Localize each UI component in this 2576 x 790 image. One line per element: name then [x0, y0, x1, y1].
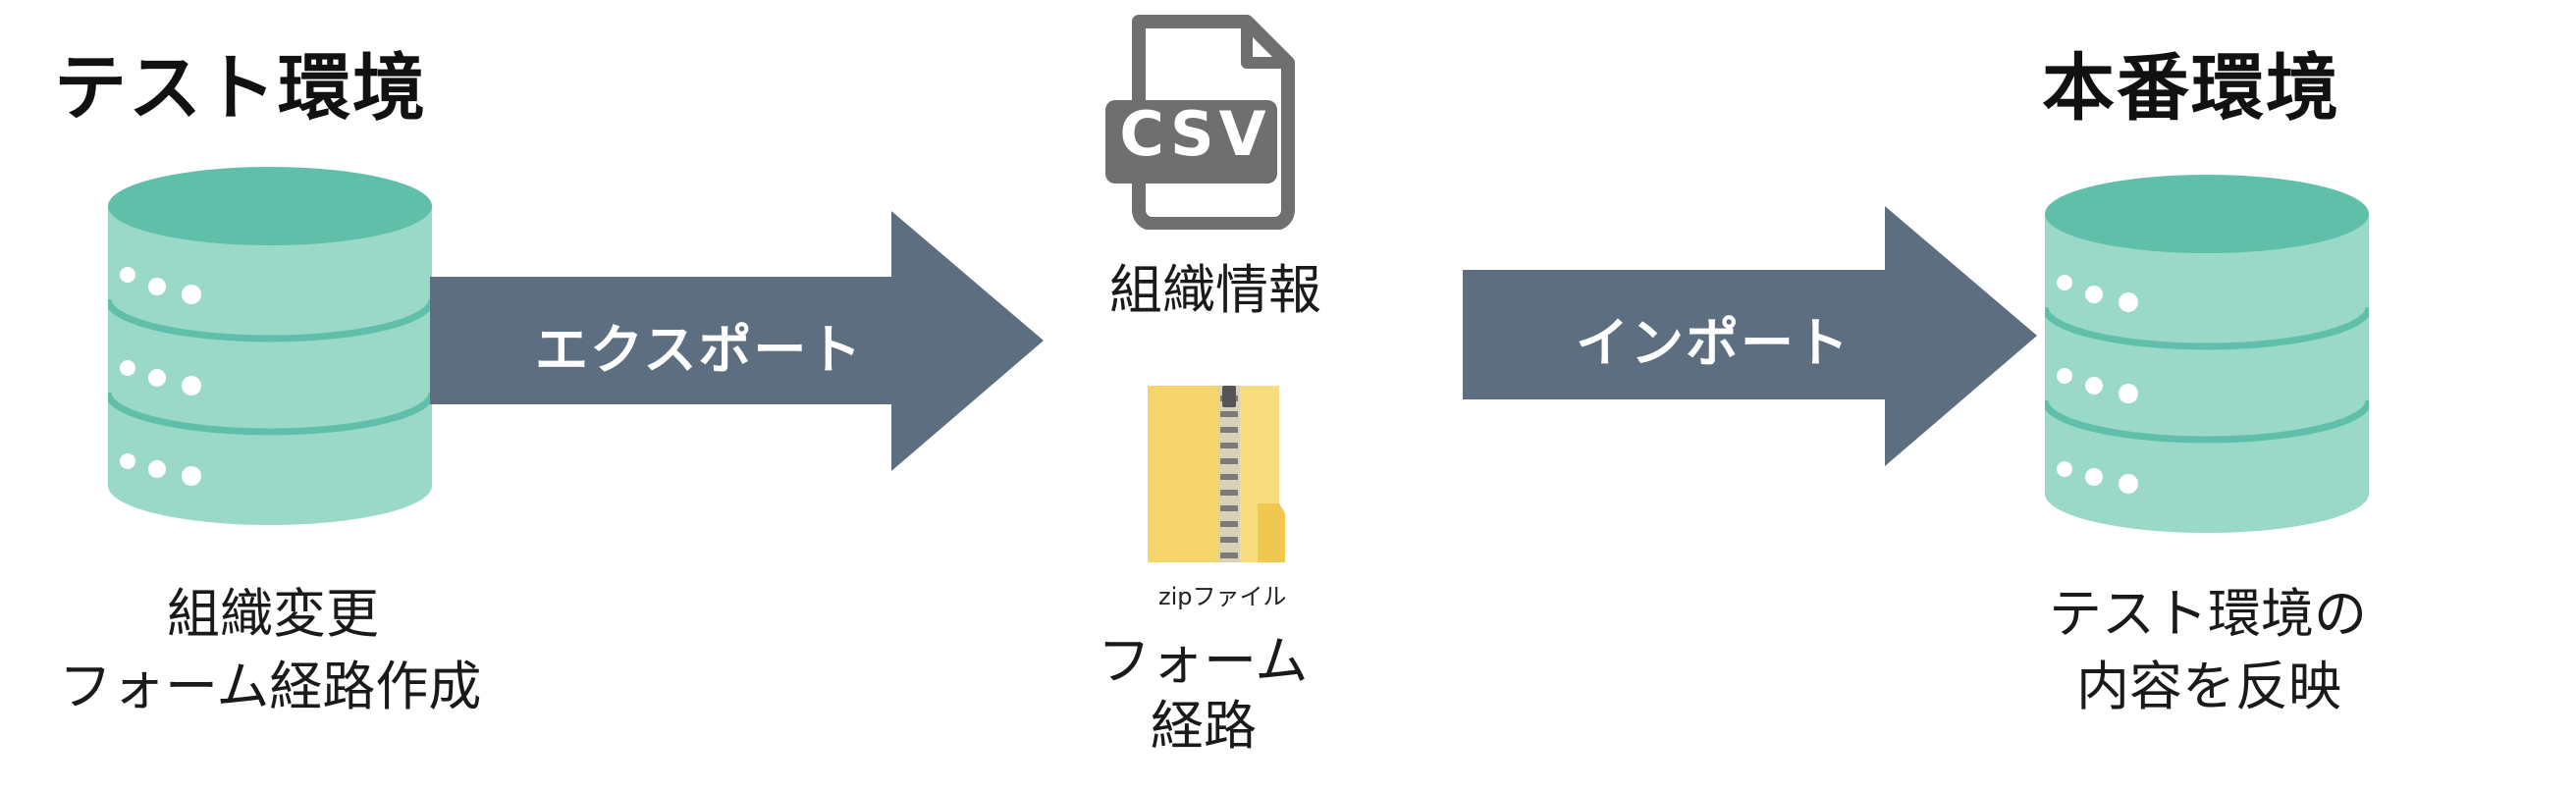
- export-label: エクスポート: [535, 319, 864, 381]
- database-icon: [2045, 175, 2369, 533]
- zip-folder-icon: [1148, 386, 1285, 562]
- zip-caption-line2: 経路: [1151, 695, 1257, 757]
- test-env-caption-line2: フォーム経路作成: [59, 656, 482, 717]
- zip-caption-line1: フォーム: [1098, 630, 1309, 692]
- database-icon: [108, 167, 432, 525]
- csv-file-icon: [1105, 15, 1295, 230]
- csv-icon-text: CSV: [1119, 98, 1271, 170]
- test-env-caption-line1: 組織変更: [167, 583, 379, 645]
- prod-env-caption-line1: テスト環境の: [2049, 583, 2367, 645]
- zip-icon-label: zipファイル: [1158, 583, 1287, 610]
- prod-env-title: 本番環境: [2042, 46, 2340, 131]
- test-env-title: テスト環境: [54, 46, 427, 131]
- import-label: インポート: [1576, 312, 1851, 374]
- csv-caption: 組織情報: [1109, 259, 1321, 321]
- export-arrow: [430, 211, 1044, 471]
- prod-env-caption-line2: 内容を反映: [2076, 656, 2341, 717]
- import-arrow: [1463, 206, 2037, 466]
